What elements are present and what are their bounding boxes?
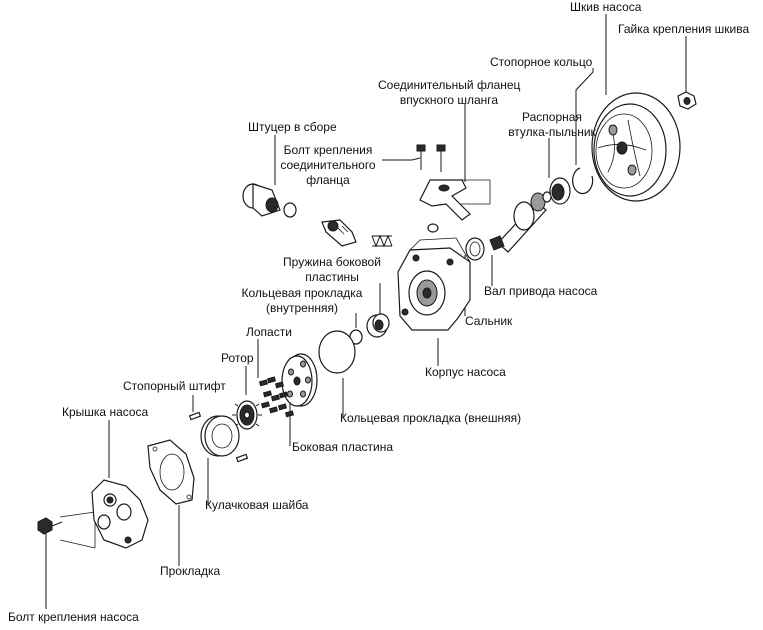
- label-lock-pin: Стопорный штифт: [123, 379, 226, 393]
- label-vanes: Лопасти: [246, 325, 292, 339]
- label-oring-inner-line2: (внутренняя): [265, 301, 339, 315]
- valve-part: [321, 219, 357, 247]
- label-flange-bolt: Болт крепления соединительного фланца: [278, 143, 378, 188]
- label-pulley-nut: Гайка крепления шкива: [618, 22, 750, 36]
- cam-ring-part: [200, 415, 240, 457]
- label-flange-bolt-line2: соединительного: [280, 158, 376, 172]
- label-rotor: Ротор: [221, 351, 254, 365]
- housing-part: [397, 237, 471, 331]
- pulley-part: [591, 92, 681, 202]
- label-side-spring: Пружина боковой пластины: [282, 255, 382, 285]
- label-oring-outer: Кольцевая прокладка (внешняя): [340, 411, 522, 425]
- pulley-nut-part: [677, 91, 697, 110]
- lock-pins-part: [188, 411, 249, 463]
- flange-part: [419, 179, 471, 221]
- rotor-part: [232, 400, 262, 430]
- label-oring-inner: Кольцевая прокладка (внутренняя): [240, 286, 364, 316]
- label-flange-bolt-line3: фланца: [306, 173, 350, 187]
- label-spacer-line1: Распорная: [522, 110, 582, 124]
- label-shaft: Вал привода насоса: [484, 284, 598, 298]
- valve-spring-part: [371, 234, 393, 248]
- label-spacer: Распорная втулка-пыльник: [500, 110, 604, 140]
- label-pump-bolt: Болт крепления насоса: [8, 610, 139, 624]
- label-seal: Сальник: [465, 314, 513, 328]
- label-flange-line2: впускного шланга: [399, 93, 499, 107]
- seal-part: [465, 237, 485, 261]
- fitting-part: [242, 183, 297, 218]
- label-fitting: Штуцер в сборе: [248, 120, 337, 134]
- label-gasket: Прокладка: [160, 564, 221, 578]
- label-pulley: Шкив насоса: [570, 0, 642, 14]
- label-oring-inner-line1: Кольцевая прокладка: [241, 286, 363, 300]
- pump-bolt-part: [37, 517, 63, 535]
- side-plate-part: [281, 353, 318, 407]
- side-plate-spring-part: [366, 313, 390, 338]
- flange-oring-part: [427, 223, 439, 233]
- spacer-part: [549, 177, 571, 205]
- label-housing: Корпус насоса: [425, 365, 506, 379]
- label-side-spring-line1: Пружина боковой: [283, 255, 381, 269]
- label-flange-line1: Соединительный фланец: [378, 78, 521, 92]
- label-flange: Соединительный фланец впускного шланга: [378, 78, 520, 108]
- label-cover: Крышка насоса: [62, 405, 149, 419]
- outer-oring-part: [318, 330, 356, 374]
- cover-part: [91, 479, 149, 549]
- label-snap-ring: Стопорное кольцо: [490, 55, 593, 69]
- label-flange-bolt-line1: Болт крепления: [283, 143, 373, 157]
- snap-ring-part: [572, 167, 594, 195]
- flange-bolts-part: [416, 144, 446, 172]
- vanes-part: [258, 376, 294, 418]
- label-cam-ring: Кулачковая шайба: [205, 498, 309, 512]
- label-spacer-line2: втулка-пыльник: [508, 125, 596, 139]
- shaft-part: [489, 191, 552, 253]
- gasket-part: [147, 439, 195, 505]
- label-side-plate: Боковая пластина: [292, 440, 394, 454]
- label-side-spring-line2: пластины: [305, 270, 359, 284]
